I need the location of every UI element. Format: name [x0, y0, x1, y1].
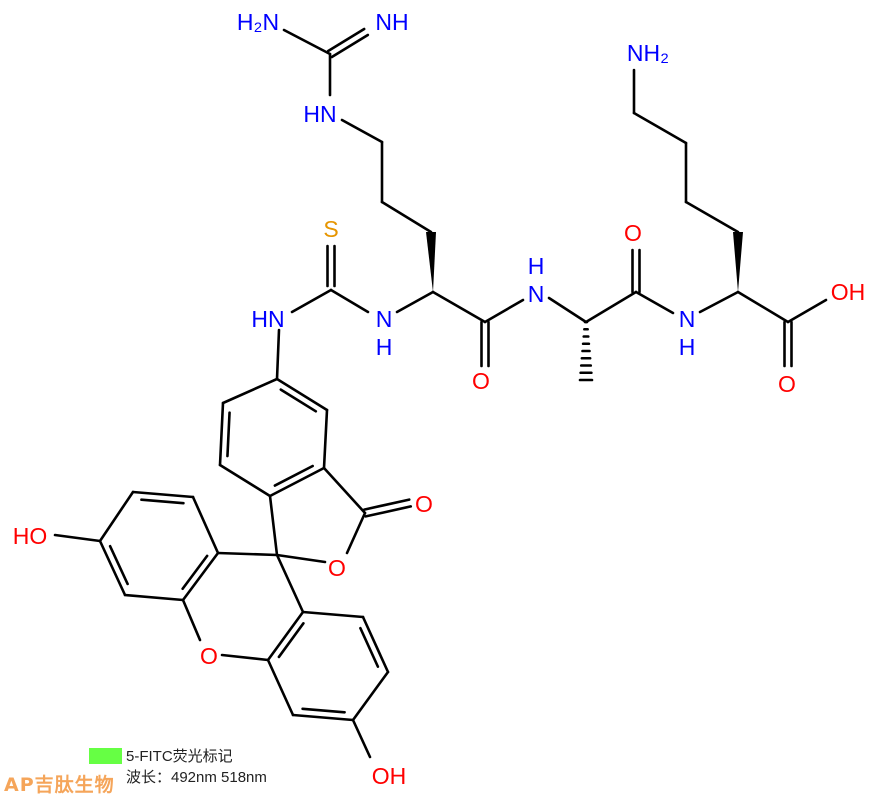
ring-bond: [301, 610, 365, 619]
bond: [634, 290, 675, 315]
double-bond-inner: [277, 622, 305, 659]
atom-lactone-o: O: [415, 491, 433, 517]
atom-lys-n: N: [679, 306, 696, 332]
wedge-bond: [426, 232, 436, 292]
atom-arg-hn: HN: [303, 101, 336, 127]
wedge-bond: [733, 232, 743, 292]
ring-bond: [275, 377, 329, 412]
ring-bond: [98, 490, 135, 543]
legend: 5-FITC荧光标记 波长：492nm 518nm: [126, 746, 267, 788]
legend-wavelength: 波长：492nm 518nm: [126, 769, 267, 786]
ring-bond: [221, 377, 279, 405]
atom-arg-o: O: [472, 368, 490, 394]
bond: [282, 28, 332, 56]
atom-lys-oh: OH: [831, 279, 866, 305]
ring-bond: [131, 490, 195, 499]
ring-bond: [218, 401, 225, 467]
atom-thio-s: S: [323, 216, 338, 242]
bond: [268, 494, 279, 557]
bond: [483, 298, 525, 324]
bond: [220, 653, 270, 662]
bond: [632, 111, 688, 145]
atom-oh-bottom: OH: [372, 763, 407, 789]
bonds: [53, 27, 828, 759]
ring-bond: [291, 713, 355, 722]
ring-bond: [98, 539, 127, 597]
ring-bond: [218, 463, 272, 498]
bond: [380, 200, 433, 234]
legend-label: 5-FITC荧光标记: [126, 748, 233, 765]
bond: [395, 290, 435, 314]
bond: [345, 511, 367, 555]
atom-guan-nh: NH: [375, 9, 408, 35]
double-bond-inner: [273, 464, 314, 487]
double-bond-inner: [279, 388, 318, 413]
ring-bond: [351, 670, 390, 722]
double-bond: [330, 33, 370, 59]
atom-labels: H₂N NH HN S HN N H O N H O N H NH₂ OH O …: [13, 9, 866, 789]
atom-lys-o: O: [778, 371, 796, 397]
bond: [275, 328, 281, 381]
atom-ring-o: O: [328, 555, 346, 581]
bond: [53, 533, 102, 543]
atom-xanthene-o: O: [200, 643, 218, 669]
double-bond: [364, 505, 413, 518]
ring-bond: [191, 495, 220, 555]
double-bond-inner: [359, 626, 380, 668]
double-bond-inner: [108, 544, 129, 586]
bond: [431, 290, 487, 324]
bond: [351, 718, 372, 759]
atom-thio-hn: HN: [251, 306, 284, 332]
double-bond-inner: [140, 498, 185, 505]
bond: [786, 298, 828, 324]
atom-ala-nh-h: H: [528, 253, 545, 279]
atom-ala-n: N: [528, 281, 545, 307]
bond: [322, 466, 367, 515]
double-bond-inner: [181, 554, 209, 591]
double-bond-inner: [301, 707, 346, 714]
ring-bond: [181, 551, 220, 602]
bond: [340, 118, 384, 144]
atom-ala-o: O: [624, 220, 642, 246]
bond: [547, 296, 588, 324]
double-bond: [326, 27, 366, 53]
atom-arg-n: N: [376, 306, 393, 332]
bond: [216, 551, 279, 557]
ring-bond: [268, 466, 326, 498]
bond: [275, 553, 305, 614]
ring-bond: [123, 593, 185, 602]
ring-bond: [266, 658, 295, 717]
ring-bond: [322, 408, 329, 470]
ring-bond: [361, 615, 390, 674]
logo: AP吉肽生物: [4, 774, 115, 795]
bond: [181, 598, 202, 642]
bond: [698, 290, 740, 314]
atom-lys-nh-h: H: [679, 334, 696, 360]
atom-guan-h2n: H₂N: [237, 9, 279, 35]
bond: [736, 290, 790, 324]
bond: [684, 200, 740, 234]
bond: [329, 288, 370, 314]
atom-ho-left: HO: [13, 523, 48, 549]
atom-arg-nh-h: H: [376, 334, 393, 360]
ring-bond: [266, 610, 305, 662]
bond: [275, 553, 327, 564]
fitc-color-swatch: [89, 748, 122, 764]
double-bond-inner: [226, 411, 231, 458]
double-bond: [362, 498, 411, 511]
atom-lys-nh2: NH₂: [627, 40, 669, 66]
bond: [584, 290, 638, 324]
bond: [290, 288, 333, 314]
